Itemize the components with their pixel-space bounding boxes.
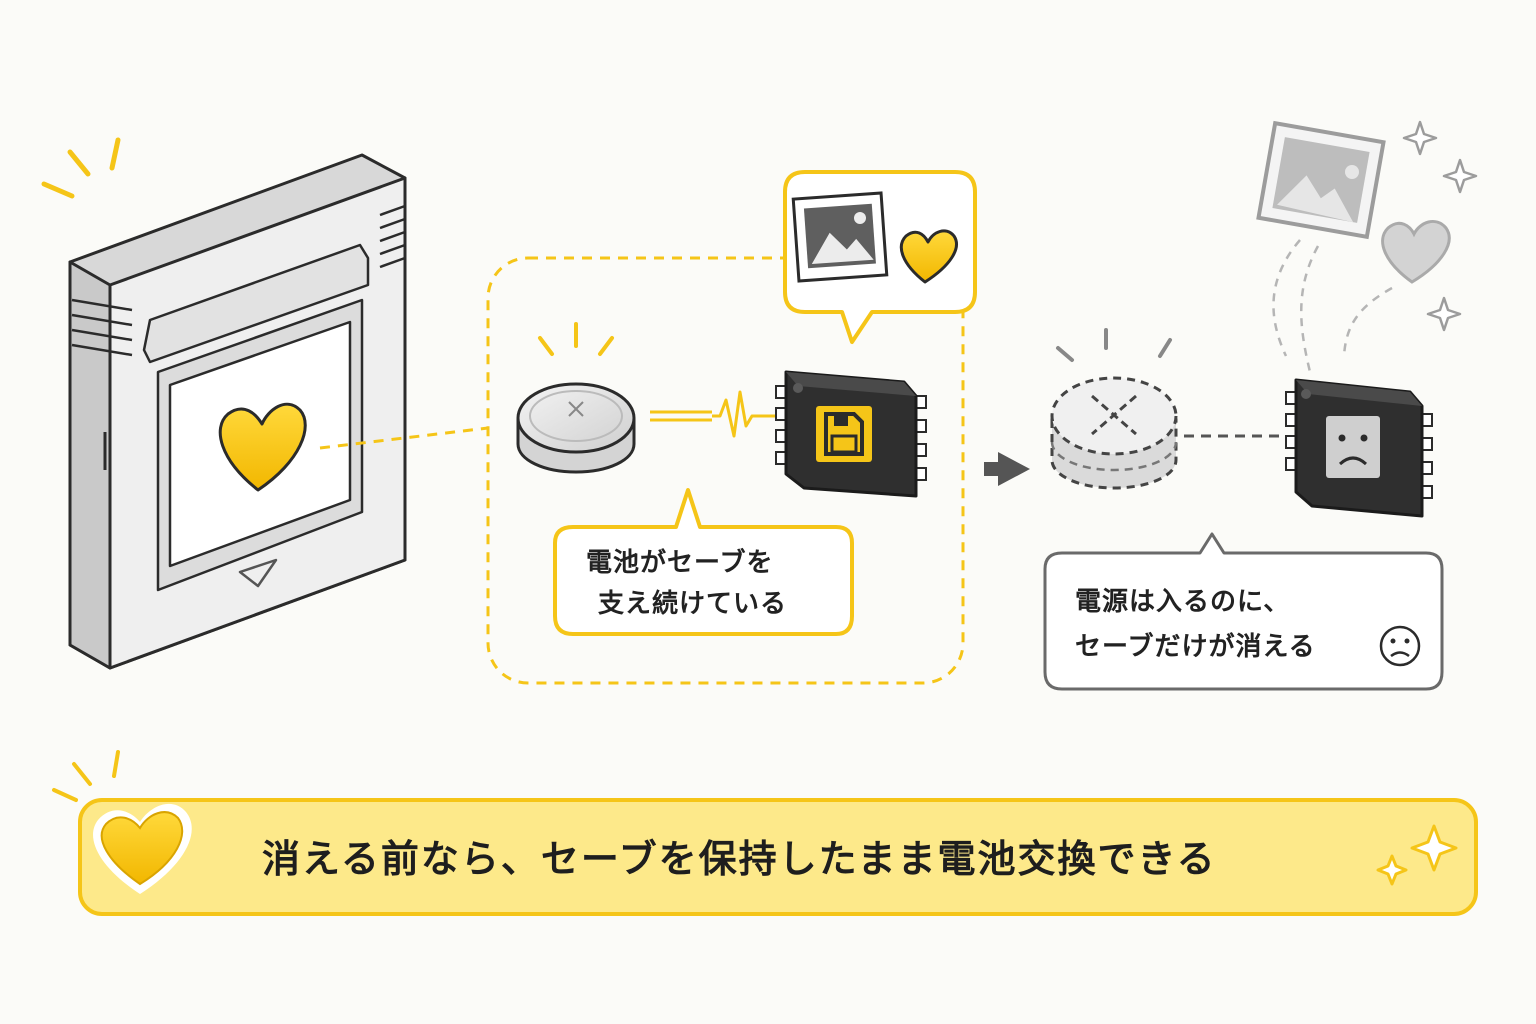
sad-chip-icon: [1285, 378, 1433, 518]
save-system-group: [486, 256, 965, 685]
sparkle-icon: [538, 322, 614, 356]
sparkle-icon: [1056, 328, 1172, 362]
sparkle-icon: [1376, 824, 1458, 886]
sparkle-icon: [52, 750, 120, 802]
sad-face-icon: [1379, 625, 1421, 667]
caption-bubble-battery: [553, 488, 854, 636]
caption-line: 支え続けている: [598, 589, 788, 619]
memory-chip-icon: [775, 370, 927, 498]
sparkle-icon: [41, 137, 121, 199]
faded-picture-icon: [1256, 120, 1386, 240]
heart-icon: [900, 229, 958, 284]
cartridge-heart-icon: [218, 402, 307, 492]
caption-bubble-save-lost: [1043, 532, 1444, 691]
pulse-wire-icon: [650, 390, 780, 438]
arrow-right-icon: [984, 452, 1030, 486]
banner-heart-icon: [93, 803, 192, 894]
picture-icon: [791, 191, 889, 283]
saved-data-bubble: [783, 170, 977, 344]
fade-trail: [1272, 239, 1393, 373]
faded-heart-icon: [1381, 219, 1451, 284]
floppy-save-icon: [824, 412, 864, 456]
caption-line: セーブだけが消える: [1075, 632, 1316, 662]
dead-battery-icon: [1050, 376, 1178, 490]
conclusion-banner: [78, 798, 1478, 916]
sparkle-icon: [1402, 120, 1478, 332]
coin-battery-icon: [516, 382, 636, 474]
caption-line: 電源は入るのに、: [1075, 587, 1291, 617]
caption-line: 電池がセーブを: [586, 548, 774, 578]
banner-text: 消える前なら、セーブを保持したまま電池交換できる: [262, 837, 1217, 881]
